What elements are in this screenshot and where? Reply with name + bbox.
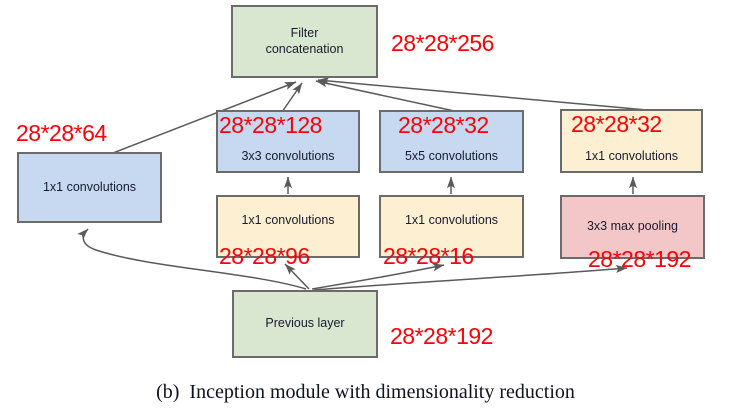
node-conv1x1-mid-a-label: 1x1 convolutions [241,213,335,227]
node-filter-concatenation: Filter concatenation [231,5,378,78]
edge-conv3x3-to-concat [281,82,303,113]
node-conv1x1-mid-b-label: 1x1 convolutions [404,213,499,227]
dim-conv1x1-right-output: 28*28*32 [571,111,662,137]
label-line-2: concatenation [265,41,344,56]
edge-prev-to-maxpool [313,264,628,291]
node-conv5x5-label: 5x5 convolutions [404,149,499,164]
node-conv1x1-left: 1x1 convolutions [17,152,162,223]
label-line-1: Filter [290,25,319,40]
node-conv1x1-left-label: 1x1 convolutions [42,179,137,194]
dim-conv3x3-output: 28*28*128 [219,112,322,138]
node-conv3x3-label: 3x3 convolutions [241,149,335,164]
node-maxpool3x3: 3x3 max pooling [560,195,705,259]
node-filter-concatenation-label: Filter concatenation [266,26,344,57]
dim-conv1x1-mid-b-output: 28*28*16 [383,243,474,269]
node-conv1x1-mid-b: 1x1 convolutions [379,195,524,258]
node-previous-layer: Previous layer [232,290,378,358]
dim-conv5x5-output: 28*28*32 [398,112,489,138]
node-previous-layer-label: Previous layer [265,316,345,331]
dim-conv1x1-mid-a-output: 28*28*96 [219,243,310,269]
dim-filter-concat-output: 28*28*256 [391,30,494,56]
figure-caption: (b) Inception module with dimensionality… [156,381,575,403]
dim-conv1x1-left-output: 28*28*64 [16,120,107,146]
node-maxpool3x3-label: 3x3 max pooling [586,219,679,233]
edge-conv5x5-to-concat [315,79,460,113]
dim-maxpool3x3-output: 28*28*192 [588,246,691,272]
dim-previous-layer-output: 28*28*192 [390,323,493,349]
edge-conv1x1-right-to-concat [317,76,648,111]
node-conv1x1-right-label: 1x1 convolutions [584,149,679,164]
